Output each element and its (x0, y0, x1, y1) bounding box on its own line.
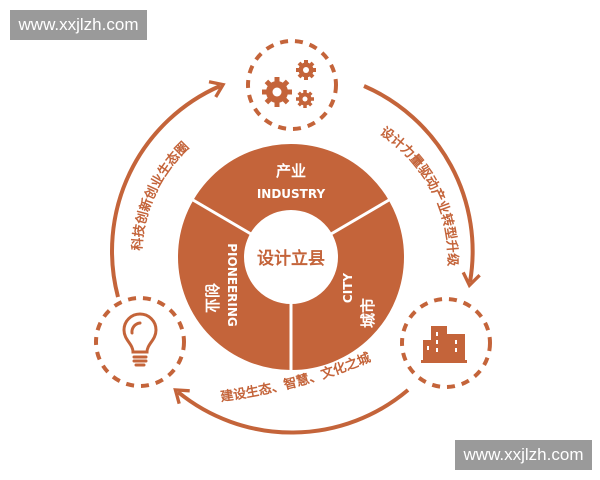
watermark-top-left: www.xxjlzh.com (10, 10, 147, 40)
lightbulb-icon-frame (94, 296, 186, 388)
lightbulb-icon (122, 312, 158, 367)
cycle-arrow-bottom (173, 388, 410, 435)
segment-industry-zh: 产业 (276, 162, 306, 180)
segment-pioneering-zh: 创业 (203, 282, 221, 313)
center-label: 设计立县 (257, 248, 325, 269)
segment-city-zh: 城市 (359, 298, 377, 328)
segment-city-en: CITY (341, 273, 355, 303)
segment-dividers (192, 198, 390, 371)
buildings-icon-frame (400, 297, 492, 389)
gears-icon-frame (246, 39, 338, 131)
buildings-icon (421, 326, 467, 363)
cycle-arrow-right (363, 84, 481, 289)
watermark-bottom-right: www.xxjlzh.com (455, 440, 592, 470)
cycle-arrow-left (110, 80, 226, 298)
segment-industry-en: INDUSTRY (257, 187, 326, 201)
gears-icon (262, 60, 316, 108)
segment-pioneering-en: PIONEERING (225, 243, 239, 327)
